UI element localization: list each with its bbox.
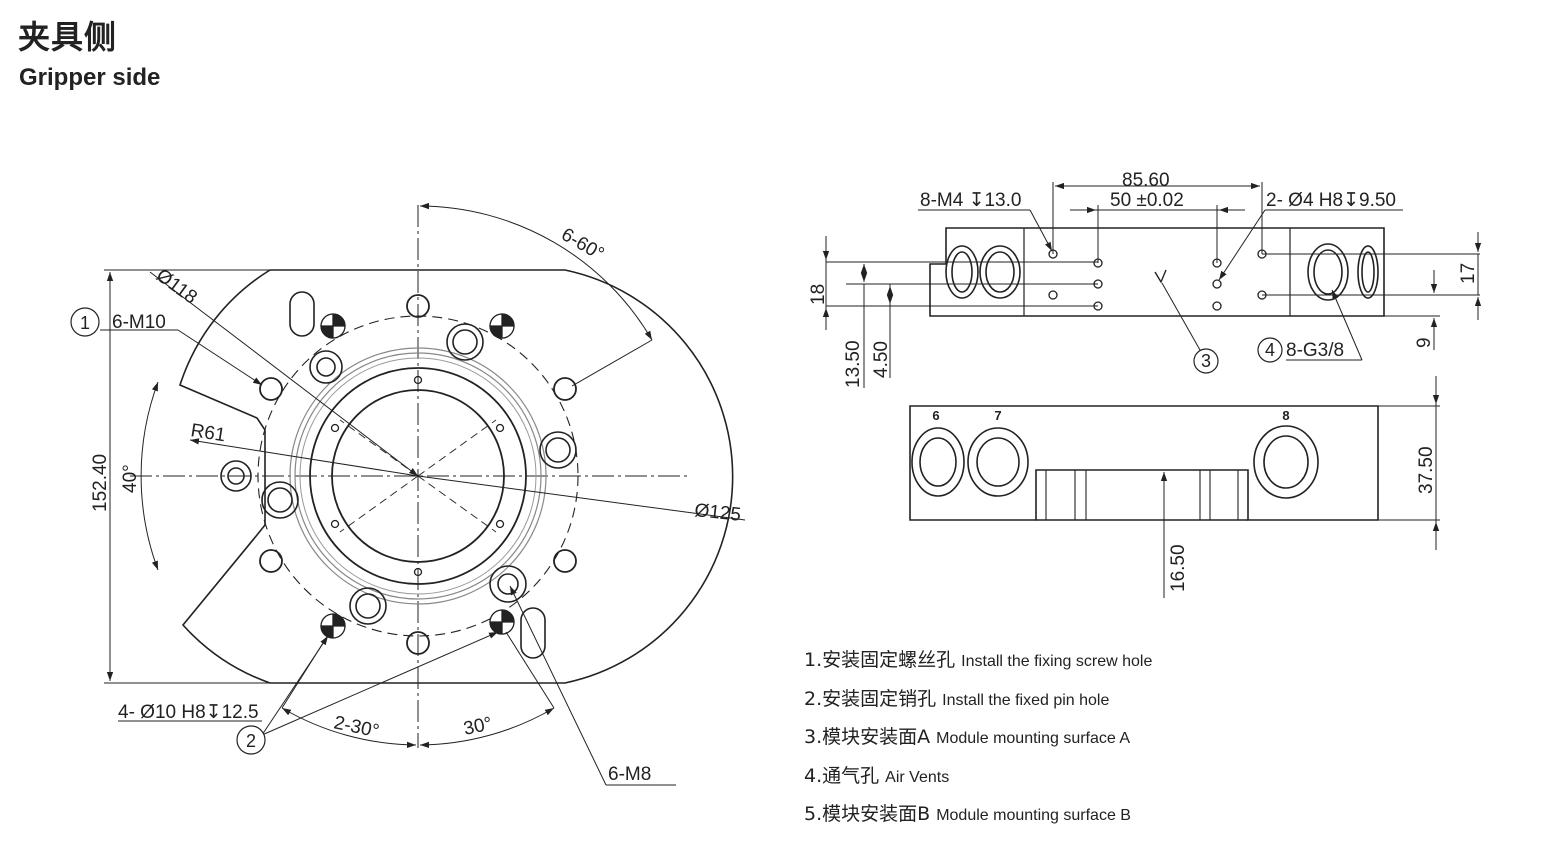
dim-pin-4: 2- Ø4 H8↧9.50 (1266, 190, 1396, 211)
dim-13-50: 13.50 (843, 340, 864, 388)
dim-6-m10: 6-M10 (112, 312, 166, 333)
dim-16-50: 16.50 (1168, 544, 1189, 592)
dim-8-g38: 8-G3/8 (1286, 340, 1344, 361)
callout-2: 2 (246, 731, 256, 751)
callout-3: 3 (1201, 351, 1211, 371)
dim-8-m4: 8-M4 ↧13.0 (920, 190, 1021, 211)
dim-2-30: 2-30° (332, 712, 381, 742)
dim-pin-hole: 4- Ø10 H8↧12.5 (118, 702, 259, 723)
dim-18: 18 (808, 284, 829, 305)
dim-dia-118: Ø118 (152, 265, 201, 308)
callout-1: 1 (80, 313, 90, 333)
dim-85-60: 85.60 (1122, 170, 1170, 191)
flange-outline (179, 269, 734, 684)
dim-6-60: 6-60° (558, 224, 608, 265)
page-title-cn: 夹具侧 (18, 18, 118, 56)
port-label-6: 6 (932, 408, 939, 423)
dim-6-m8: 6-M8 (608, 764, 651, 785)
page-title-en: Gripper side (19, 64, 161, 91)
top-block-outline (929, 227, 1385, 317)
dim-dia-125: Ø125 (693, 500, 741, 526)
dim-17: 17 (1458, 263, 1479, 284)
side-view (909, 376, 1440, 598)
top-view (822, 182, 1482, 388)
port-label-7: 7 (994, 408, 1001, 423)
dim-152-40: 152.40 (90, 454, 111, 512)
callout-1-circle (70, 307, 100, 337)
callout-4-circle (1257, 337, 1283, 363)
dim-9: 9 (1414, 337, 1435, 348)
dim-r61: R61 (189, 420, 227, 446)
dim-40: 40° (120, 464, 141, 493)
dim-50: 50 ±0.02 (1110, 190, 1184, 211)
side-block-outline (909, 405, 1379, 521)
callout-2-circle (236, 725, 266, 755)
port-label-8: 8 (1282, 408, 1289, 423)
front-view (100, 202, 746, 786)
dim-4-50: 4.50 (871, 341, 892, 378)
callout-3-circle (1193, 348, 1219, 374)
dim-37-50: 37.50 (1416, 446, 1437, 494)
callout-4: 4 (1265, 340, 1275, 360)
